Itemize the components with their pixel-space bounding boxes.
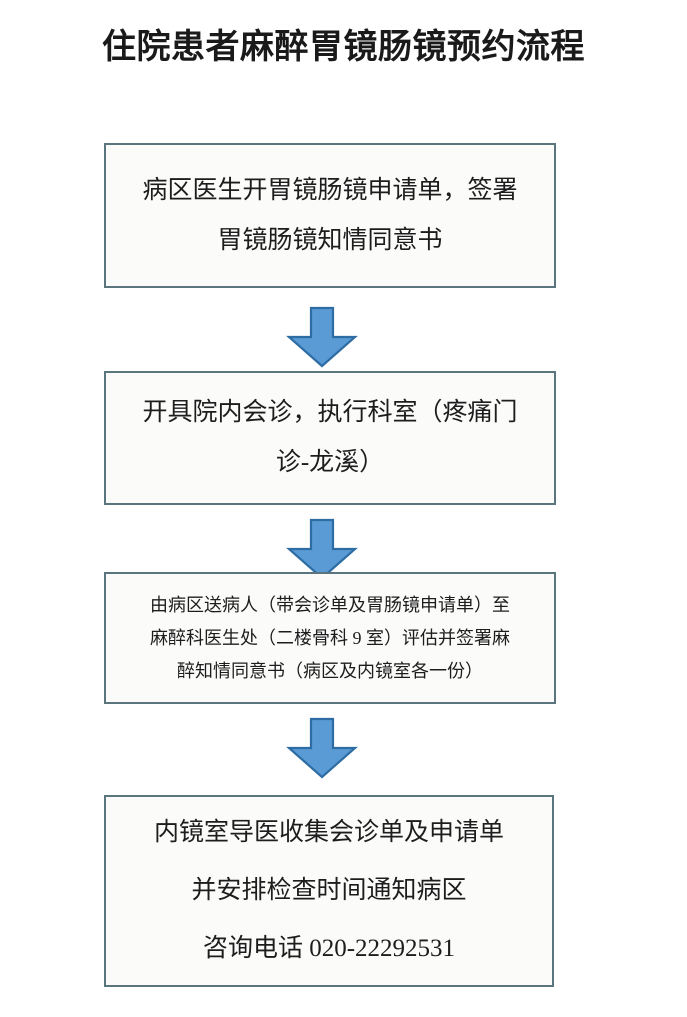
- flow-step-3-line-2: 麻醉科医生处（二楼骨科 9 室）评估并签署麻: [150, 627, 510, 648]
- flow-step-box-2: 开具院内会诊，执行科室（疼痛门 诊-龙溪）: [104, 371, 556, 505]
- flow-step-3-line-1: 由病区送病人（带会诊单及胃肠镜申请单）至: [150, 594, 510, 615]
- flow-step-4-line-1: 内镜室导医收集会诊单及申请单: [153, 819, 504, 846]
- flow-step-3-line-3: 醉知情同意书（病区及内镜室各一份）: [177, 660, 483, 681]
- down-arrow-icon-1: [286, 306, 358, 368]
- down-arrow-icon-2: [286, 518, 358, 580]
- down-arrow-icon-3: [286, 717, 358, 779]
- flow-step-1-line-1: 病区医生开胃镜肠镜申请单，签署: [142, 176, 518, 204]
- flow-step-2-line-2: 诊-龙溪）: [275, 449, 385, 476]
- flow-step-4-line-2: 并安排检查时间通知病区: [191, 877, 467, 904]
- flow-step-box-3: 由病区送病人（带会诊单及胃肠镜申请单）至 麻醉科医生处（二楼骨科 9 室）评估并…: [104, 572, 556, 704]
- page-title: 住院患者麻醉胃镜肠镜预约流程: [102, 28, 585, 66]
- flow-step-2-line-1: 开具院内会诊，执行科室（疼痛门: [142, 399, 518, 426]
- flow-step-box-1: 病区医生开胃镜肠镜申请单，签署 胃镜肠镜知情同意书: [104, 143, 556, 288]
- flow-step-4-phone-line: 咨询电话 020-22292531: [202, 935, 456, 962]
- flow-step-box-4: 内镜室导医收集会诊单及申请单 并安排检查时间通知病区 咨询电话 020-2229…: [104, 795, 554, 987]
- flow-step-1-line-2: 胃镜肠镜知情同意书: [217, 226, 443, 254]
